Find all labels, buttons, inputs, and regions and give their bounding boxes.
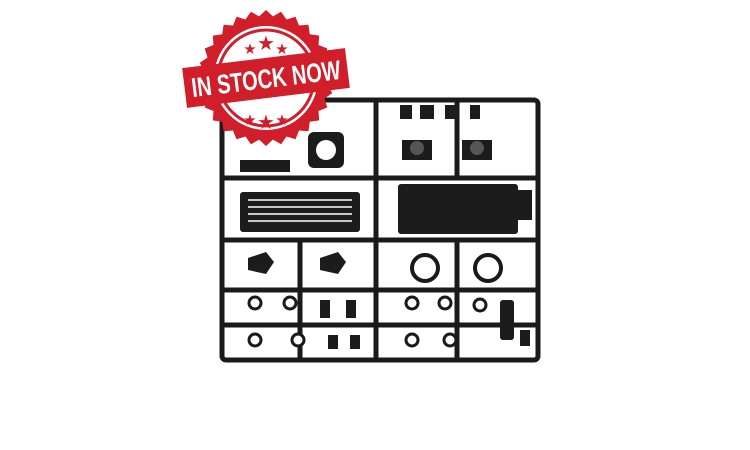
star-icons: ★★★ ★★★ [243,31,288,134]
sprue-parts [240,105,532,349]
badge-banner [182,48,350,108]
svg-text:★: ★ [275,40,288,58]
svg-text:★: ★ [243,40,256,58]
sprue-frame [219,97,541,363]
svg-text:★: ★ [257,31,275,55]
svg-text:★: ★ [257,110,275,134]
svg-text:★: ★ [243,111,256,129]
in-stock-badge: ★★★ ★★★ IN STOCK NOW [182,10,350,146]
svg-text:★: ★ [275,111,288,129]
